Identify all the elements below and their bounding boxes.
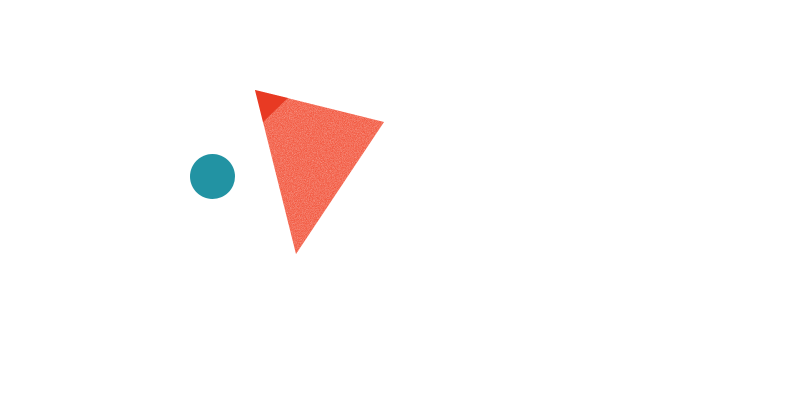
teal-circle-icon [190, 154, 235, 199]
triangle-tip-accent [255, 90, 288, 122]
coral-triangle-icon [255, 90, 384, 254]
